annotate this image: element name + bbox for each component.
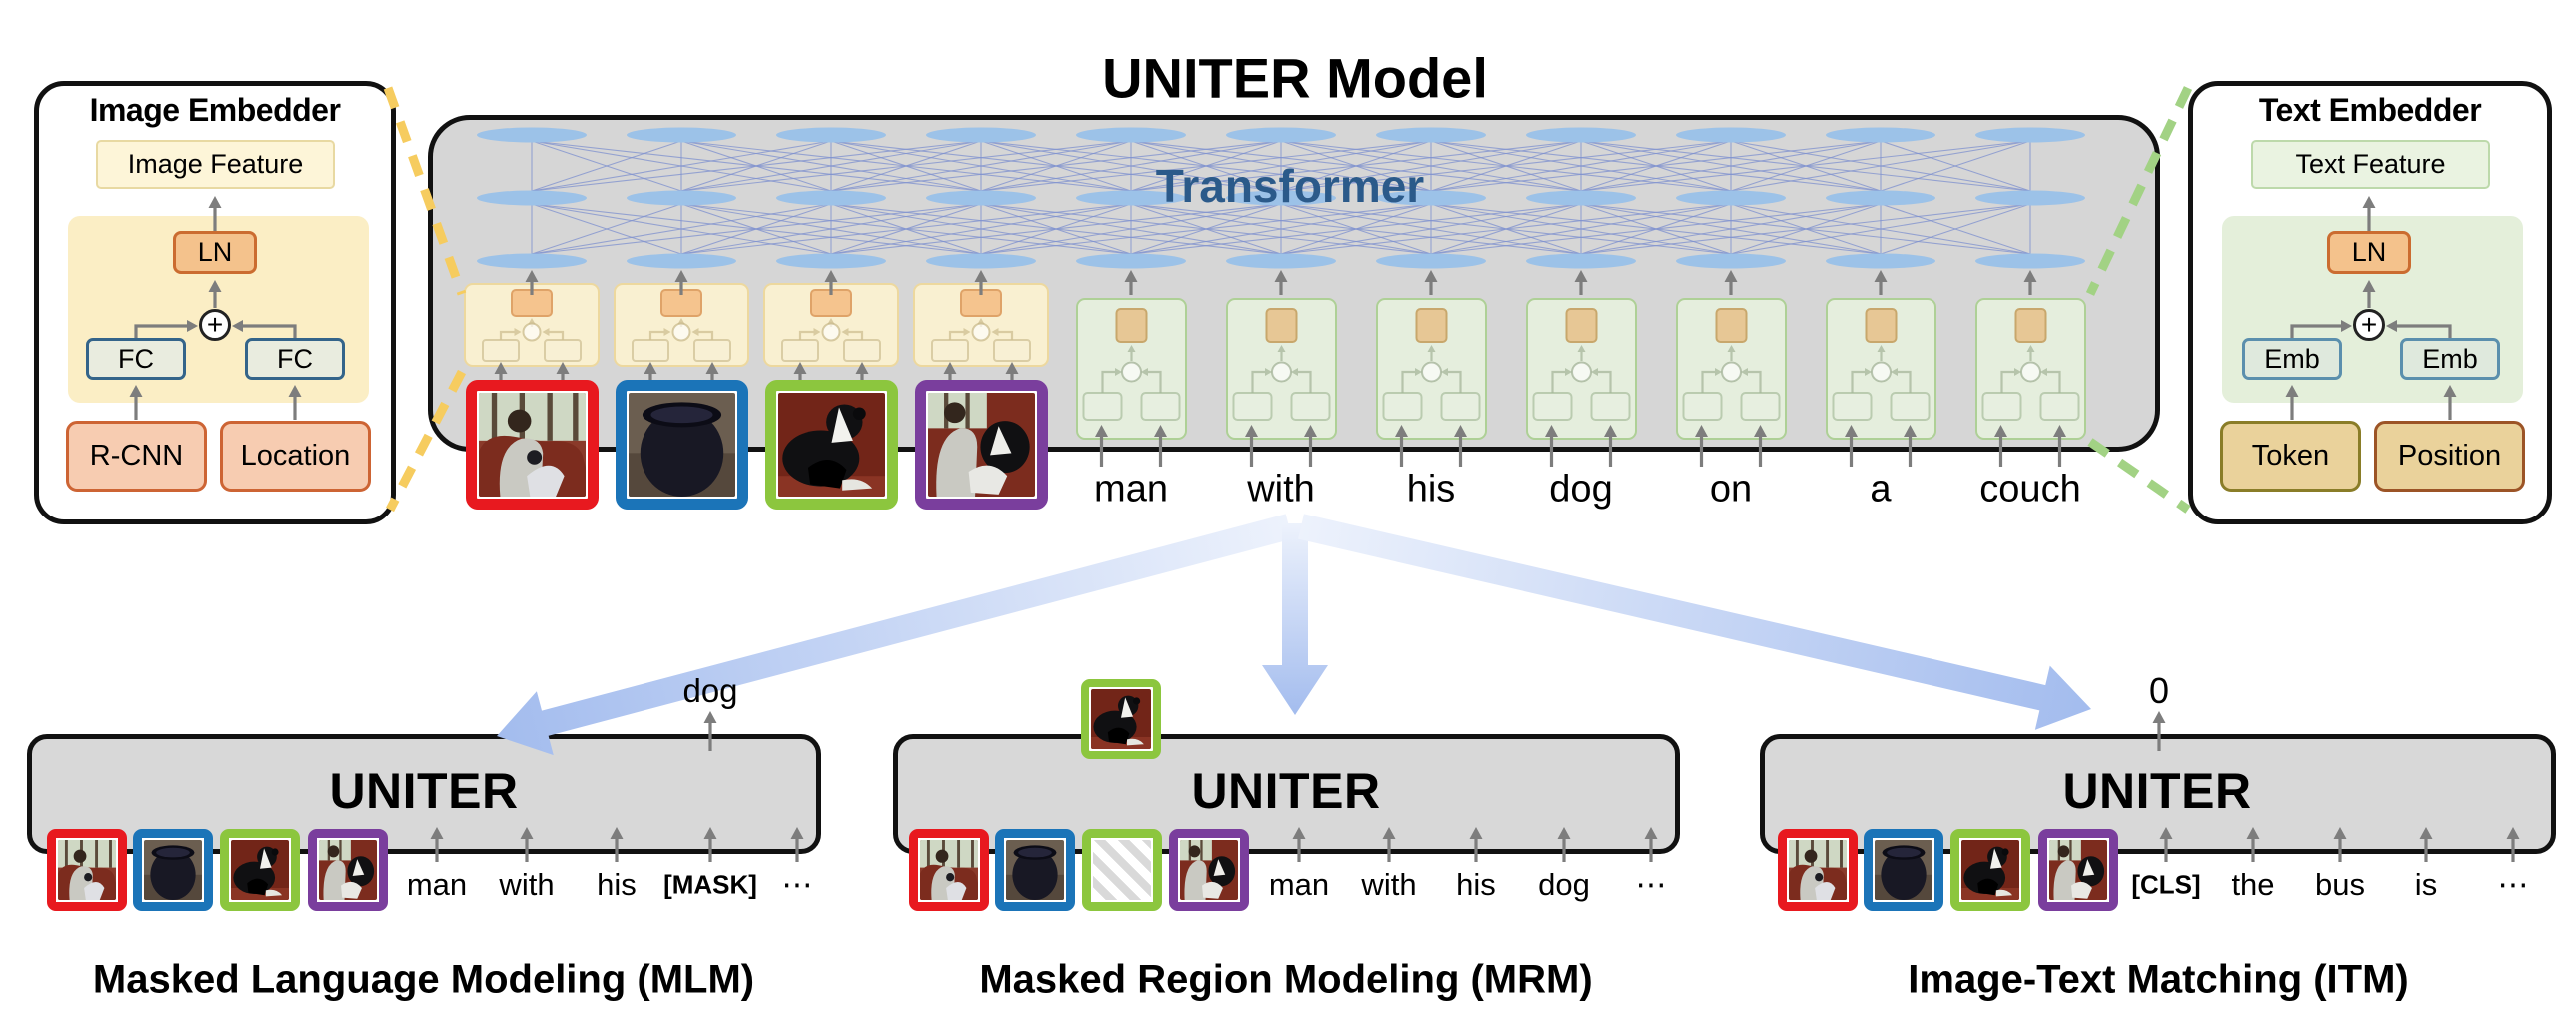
- task1-word-3: dog: [1538, 867, 1590, 902]
- task1-word-2: his: [1456, 867, 1496, 902]
- itm-output-score: 0: [2148, 670, 2170, 711]
- task1-word-1: with: [1361, 867, 1417, 902]
- task1-word-0: man: [1268, 867, 1330, 902]
- region-thumb-cup: [615, 380, 748, 510]
- task0-word-0: man: [406, 867, 468, 902]
- text-cell-mini-embedder: [1832, 308, 1930, 421]
- task0-word-4: ⋯: [781, 867, 813, 902]
- task1-word-4: ⋯: [1635, 867, 1667, 902]
- text-embedder-title: Text Embedder: [2258, 92, 2482, 128]
- text-cell-mini-embedder: [1682, 308, 1780, 421]
- task2-word-0: [CLS]: [2131, 869, 2201, 900]
- task2-region-thumb-dog: [1950, 829, 2030, 911]
- sentence-word-a: a: [1870, 468, 1892, 511]
- emb-left-box: Emb: [2242, 338, 2342, 380]
- image-ln-box: LN: [173, 231, 257, 274]
- task1-region-thumb-cup: [995, 829, 1075, 911]
- task0-region-thumb-man-with-dog: [308, 829, 388, 911]
- task2-word-1: the: [2231, 867, 2275, 902]
- text-ln-box: LN: [2327, 231, 2411, 274]
- mlm-caption: Masked Language Modeling (MLM): [92, 957, 755, 1002]
- image-embedder-panel: Image Embedder Image Feature LN + FC FC …: [34, 81, 396, 524]
- token-box: Token: [2220, 421, 2361, 492]
- mrm-model-label: UNITER: [1191, 763, 1381, 819]
- text-cell-mini-embedder: [1532, 308, 1630, 421]
- location-box: Location: [220, 421, 371, 492]
- sentence-word-his: his: [1406, 468, 1456, 511]
- image-input-cell-0: [464, 283, 600, 367]
- task0-word-2: his: [597, 867, 637, 902]
- task1-region-thumb-man-with-dog: [1169, 829, 1249, 911]
- text-input-cell-6: [1974, 298, 2086, 440]
- task0-word-3: [MASK]: [663, 869, 757, 900]
- task2-word-2: bus: [2315, 867, 2365, 902]
- text-cell-mini-embedder: [1232, 308, 1330, 421]
- image-cell-mini-embedder: [632, 289, 731, 362]
- region-thumb-dog: [764, 380, 898, 510]
- task1-region-thumb-man-in-armchair: [909, 829, 989, 911]
- image-cell-mini-embedder: [931, 289, 1031, 362]
- text-cell-mini-embedder: [1382, 308, 1480, 421]
- image-feature-box: Image Feature: [96, 140, 335, 189]
- text-input-cell-2: [1375, 298, 1487, 440]
- task0-word-1: with: [499, 867, 555, 902]
- page-title: UNITER Model: [1102, 46, 1488, 110]
- image-input-cell-1: [614, 283, 749, 367]
- image-cell-mini-embedder: [482, 289, 582, 362]
- mlm-model-label: UNITER: [329, 763, 519, 819]
- task2-region-thumb-man-with-dog: [2038, 829, 2118, 911]
- sentence-word-man: man: [1094, 468, 1168, 511]
- image-plus-icon: +: [199, 309, 231, 341]
- sentence-word-dog: dog: [1549, 468, 1613, 511]
- sentence-word-on: on: [1709, 468, 1753, 511]
- sentence-word-with: with: [1247, 468, 1315, 511]
- task2-region-thumb-cup: [1864, 829, 1943, 911]
- text-cell-mini-embedder: [1981, 308, 2079, 421]
- text-plus-icon: +: [2353, 309, 2385, 341]
- task2-word-3: is: [2414, 867, 2438, 902]
- text-feature-box: Text Feature: [2251, 140, 2490, 189]
- text-input-cell-5: [1825, 298, 1936, 440]
- region-thumb-man-in-armchair: [465, 380, 599, 510]
- text-embedder-panel: Text Embedder Text Feature LN + Emb Emb …: [2188, 81, 2552, 524]
- itm-caption: Image-Text Matching (ITM): [1908, 957, 2409, 1002]
- task2-word-4: ⋯: [2497, 867, 2529, 902]
- image-embedder-title: Image Embedder: [89, 92, 341, 128]
- transformer-label: Transformer: [1155, 160, 1425, 212]
- rcnn-box: R-CNN: [66, 421, 207, 492]
- image-input-cell-3: [913, 283, 1049, 367]
- region-thumb-man-with-dog: [914, 380, 1048, 510]
- text-input-cell-3: [1525, 298, 1637, 440]
- text-input-cell-1: [1225, 298, 1337, 440]
- mrm-caption: Masked Region Modeling (MRM): [979, 957, 1593, 1002]
- itm-model-label: UNITER: [2062, 763, 2252, 819]
- task0-region-thumb-cup: [133, 829, 213, 911]
- image-fc-left-box: FC: [86, 338, 186, 380]
- task0-region-thumb-man-in-armchair: [47, 829, 127, 911]
- task0-region-thumb-dog: [220, 829, 300, 911]
- image-input-cell-2: [763, 283, 899, 367]
- emb-right-box: Emb: [2400, 338, 2500, 380]
- text-input-cell-0: [1075, 298, 1187, 440]
- sentence-word-couch: couch: [1979, 468, 2081, 511]
- mlm-output-word: dog: [682, 672, 738, 709]
- masked-region-hatch: [1093, 840, 1151, 900]
- text-cell-mini-embedder: [1082, 308, 1180, 421]
- image-fc-right-box: FC: [245, 338, 345, 380]
- text-input-cell-4: [1675, 298, 1787, 440]
- mrm-output-region-thumb-dog: [1081, 679, 1161, 759]
- task2-region-thumb-man-in-armchair: [1778, 829, 1858, 911]
- position-box: Position: [2374, 421, 2525, 492]
- image-cell-mini-embedder: [781, 289, 881, 362]
- task1-region-thumb-dog: [1082, 829, 1162, 911]
